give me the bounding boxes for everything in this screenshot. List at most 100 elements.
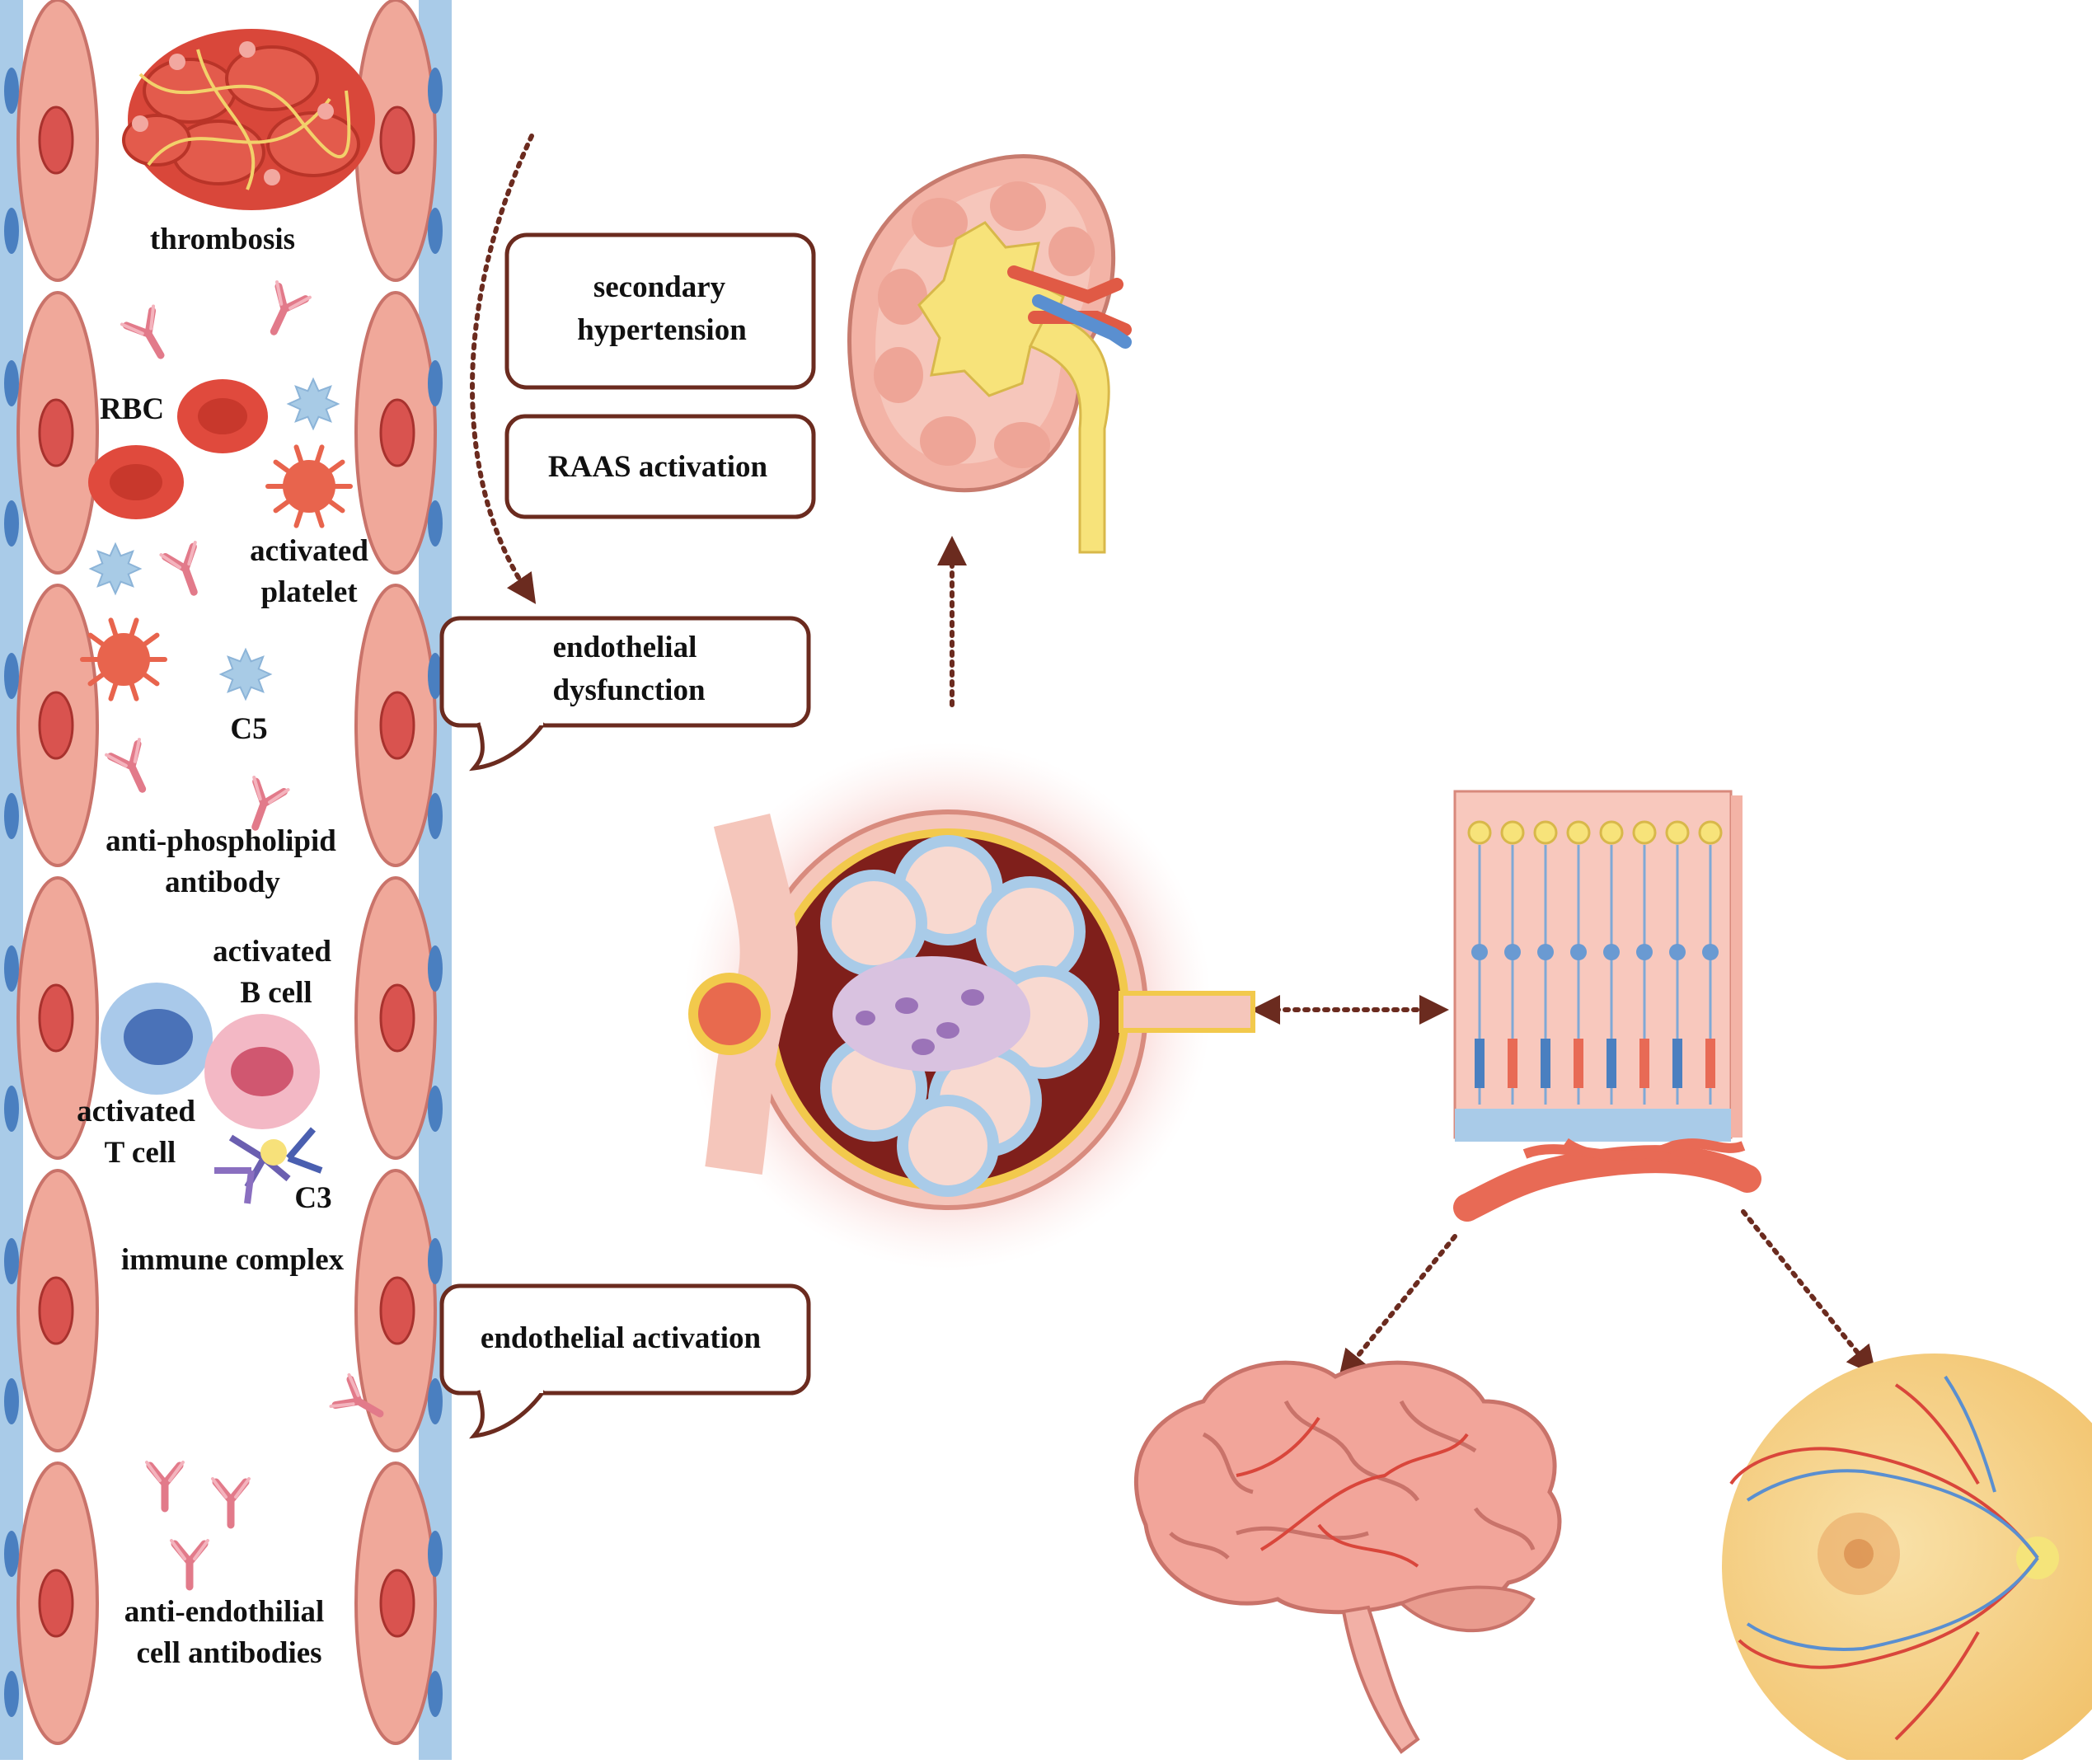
antibody-icon [270,280,312,335]
endothelial-activation-text: endothelial activation [481,1321,762,1355]
antibody-icon [159,541,198,596]
left-endothelial-nucleus [38,106,74,175]
c5-molecules [88,377,340,701]
ganglion-cell [1632,820,1657,845]
b-cell-label-1: activated [213,935,331,969]
apl-label-2: antibody [165,866,280,899]
left-lining-nucleus [4,1086,19,1132]
left-lining-nucleus [4,1531,19,1577]
photoreceptor-cell [1705,1039,1715,1088]
left-lining-nucleus [4,1671,19,1717]
rbc-1 [177,379,268,453]
activated-platelet-icon [80,617,167,701]
photoreceptor-cell [1672,1039,1682,1088]
left-endothelial-cells [4,0,99,1745]
left-endothelial-nucleus [38,1276,74,1345]
ganglion-cell [1566,820,1591,845]
right-lining-nucleus [428,68,443,114]
endothelial-dysfunction-box: endothelial dysfunction [439,616,811,772]
left-endothelial-nucleus [38,398,74,467]
arrows [470,134,1877,1380]
arrow-curve-to-dysfunction [470,134,537,604]
t-cell-label-2: T cell [105,1136,176,1170]
left-lining-nucleus [4,945,19,992]
antibody-icon [120,304,165,359]
right-lining-nucleus [428,1671,443,1717]
antibody-icon [329,1372,384,1418]
left-endothelial-nucleus [38,1569,74,1638]
left-lining-nucleus [4,208,19,254]
glomerulus-illustration [684,742,1255,1269]
right-lining-nucleus [428,1086,443,1132]
bipolar-cell [1669,944,1686,960]
left-lining-nucleus [4,653,19,699]
activated-platelets [80,444,353,701]
aeca-label-2: cell antibodies [136,1636,321,1670]
right-endothelial-nucleus [379,106,415,175]
photoreceptor-cell [1508,1039,1517,1088]
left-lining-nucleus [4,360,19,406]
ganglion-cell [1698,820,1723,845]
endothelial-dysfunction-text-1: endothelial [553,631,697,664]
eye-fundus-illustration [1722,1353,2092,1764]
antibodies [105,280,384,1591]
bipolar-cell [1603,944,1620,960]
thrombosis-label: thrombosis [150,223,295,256]
left-lining-nucleus [4,500,19,547]
arrow-to-eye [1741,1209,1877,1376]
right-endothelial-nucleus [379,398,415,467]
brain-illustration [1133,1360,1562,1754]
right-lining-nucleus [428,653,443,699]
left-lining-nucleus [4,1378,19,1424]
secondary-hypertension-box: secondary hypertension [504,232,816,390]
left-lining-nucleus [4,1238,19,1284]
ganglion-cell [1467,820,1492,845]
activated-platelet-icon [265,444,353,528]
retina-cells [1467,820,1723,1105]
apl-label-1: anti-phospholipid [106,824,336,858]
antibody-icon [251,776,290,831]
photoreceptor-cell [1541,1039,1550,1088]
secondary-hypertension-text-2: hypertension [577,313,747,347]
photoreceptor-cell [1475,1039,1485,1088]
endothelial-dysfunction-text-2: dysfunction [552,673,705,707]
photoreceptor-cell [1639,1039,1649,1088]
right-endothelial-nucleus [379,1276,415,1345]
thrombosis-clot [122,29,375,210]
left-endothelial-nucleus [38,691,74,760]
left-endothelial-nucleus [38,983,74,1053]
c5-star-icon [88,542,143,596]
ganglion-cell [1500,820,1525,845]
right-lining-nucleus [428,1531,443,1577]
aeca-label-1: anti-endothilial [124,1595,325,1629]
right-lining-nucleus [428,1238,443,1284]
activated-platelet-label-2: platelet [260,575,358,609]
photoreceptor-cell [1574,1039,1583,1088]
rbc-2 [88,445,184,519]
raas-activation-text: RAAS activation [548,450,768,484]
right-lining-nucleus [428,793,443,839]
immune-complex [214,1127,323,1204]
right-lining-nucleus [428,360,443,406]
ganglion-cell [1665,820,1690,845]
arrow-to-brain [1338,1234,1457,1380]
right-endothelial-nucleus [379,983,415,1053]
left-lining-nucleus [4,68,19,114]
antibody-icon [211,1477,251,1529]
right-lining-nucleus [428,945,443,992]
kidney-illustration [847,154,1132,554]
bipolar-cell [1504,944,1521,960]
bipolar-cell [1537,944,1554,960]
right-lining-nucleus [428,208,443,254]
c5-star-icon [218,647,273,701]
bipolar-cell [1471,944,1488,960]
right-lining-nucleus [428,500,443,547]
left-vessel-lining [0,0,23,1760]
left-lining-nucleus [4,793,19,839]
bipolar-cell [1570,944,1587,960]
right-lining-nucleus [428,1378,443,1424]
bipolar-cell [1636,944,1653,960]
bipolar-cell [1702,944,1719,960]
